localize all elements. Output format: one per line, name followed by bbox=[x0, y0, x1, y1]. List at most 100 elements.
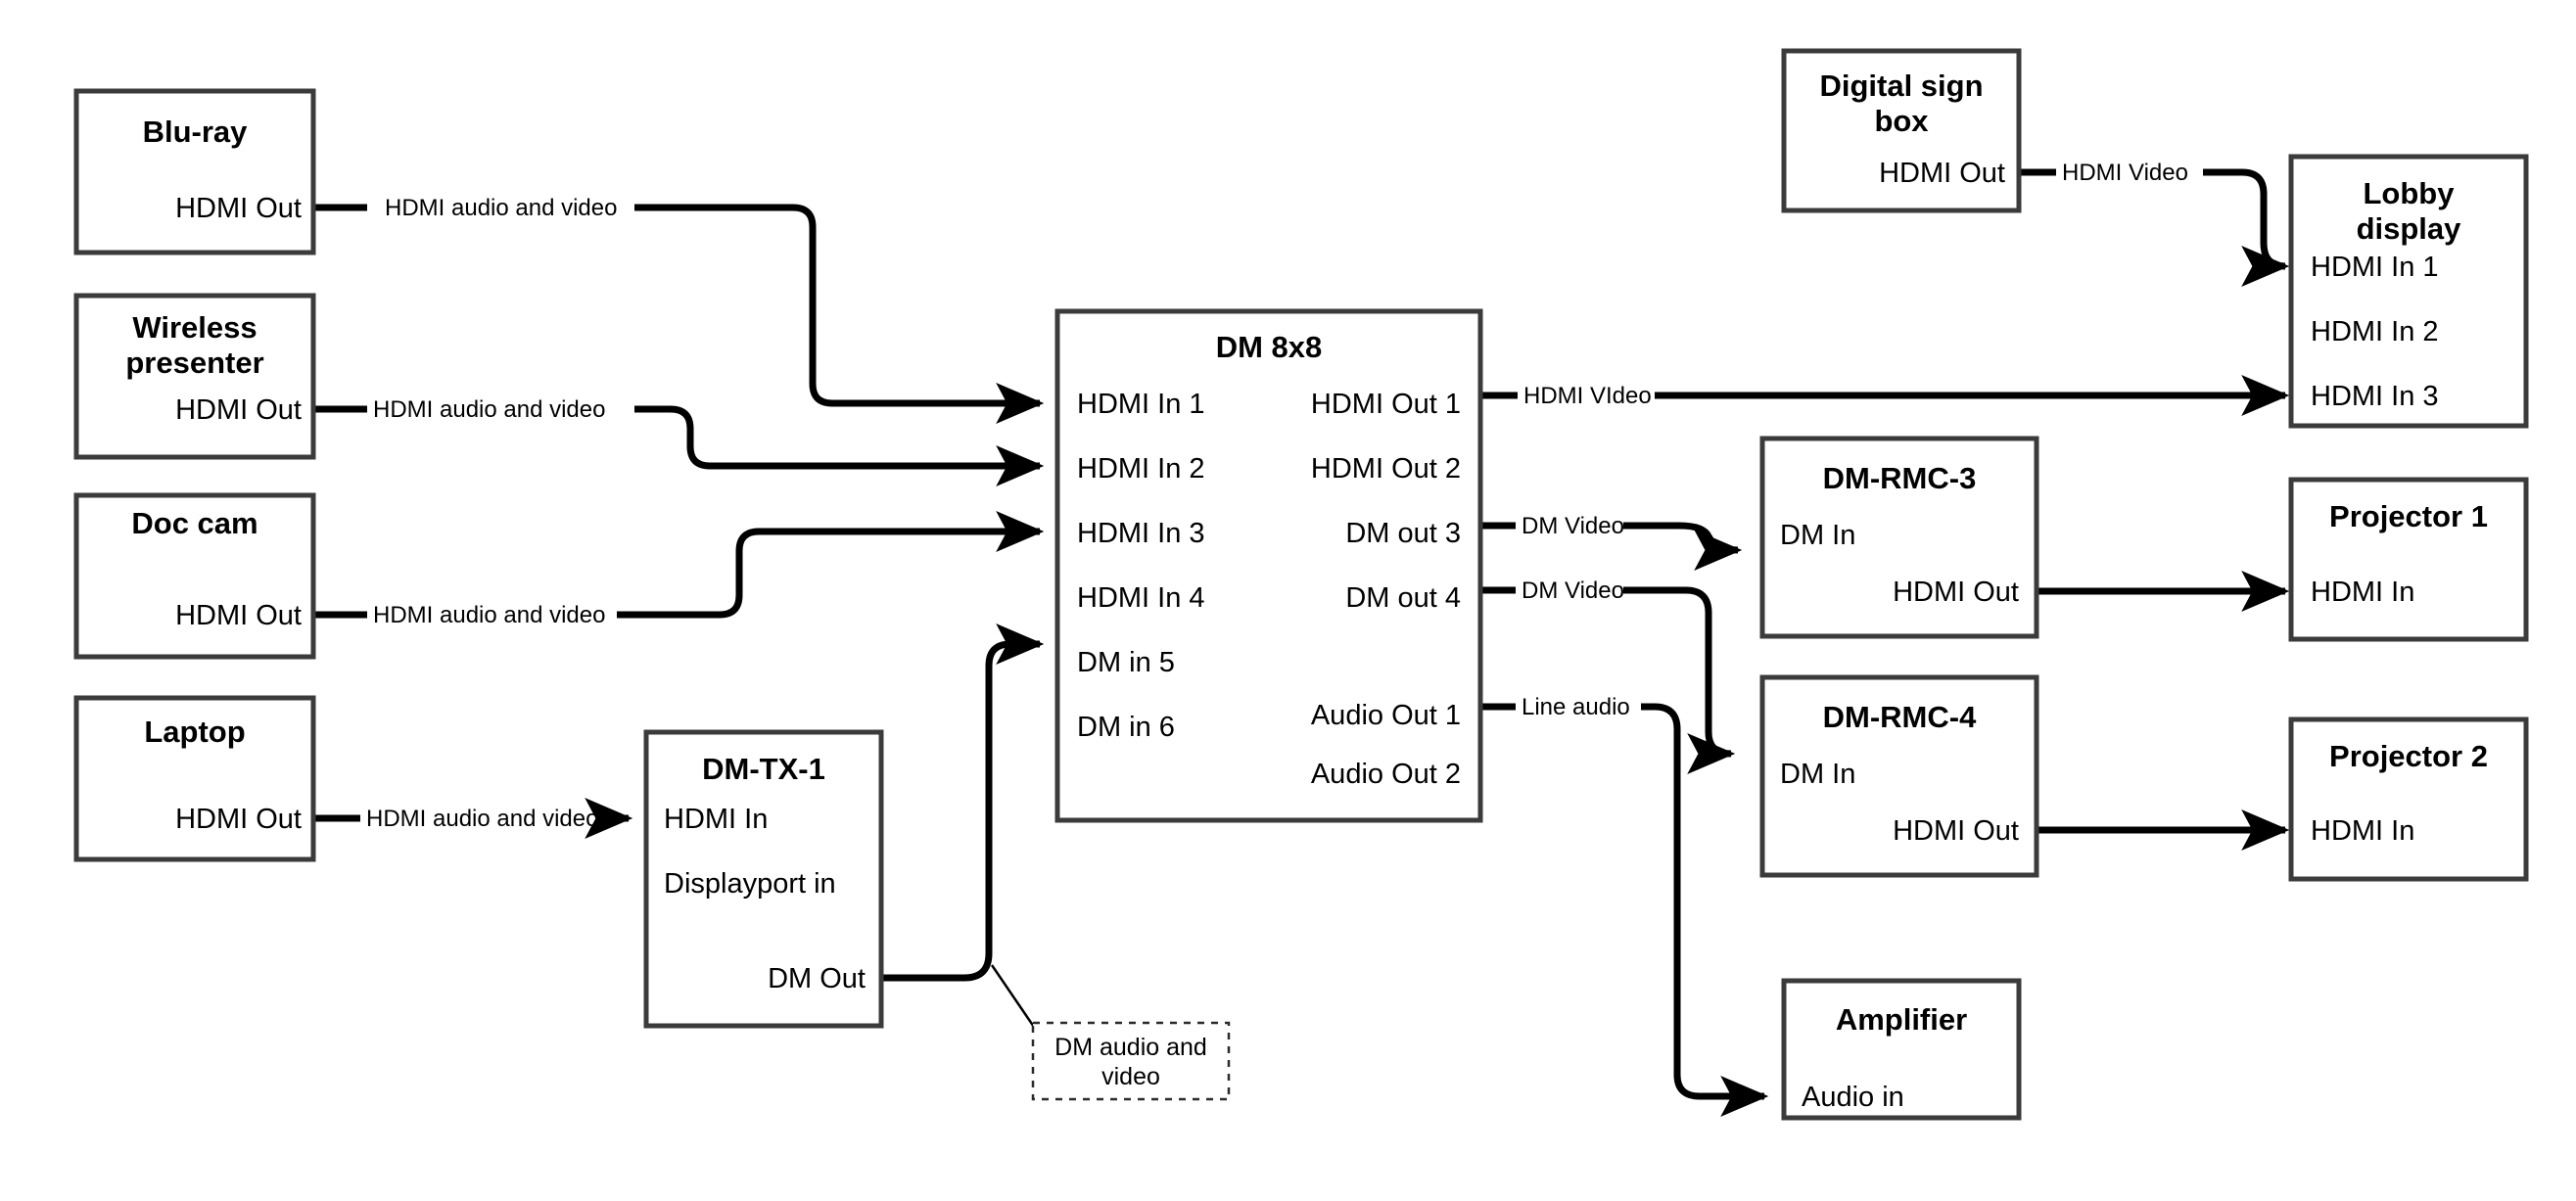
port-dm-in-5: DM in 5 bbox=[1077, 647, 1175, 678]
port-audio-out-1: Audio Out 1 bbox=[1311, 700, 1461, 731]
port-dm-out: DM Out bbox=[768, 963, 866, 994]
port-hdmi-in: HDMI In bbox=[664, 804, 768, 835]
node-box[interactable] bbox=[2288, 477, 2529, 642]
node-title-line-1: Lobby bbox=[2364, 176, 2456, 210]
node-box[interactable] bbox=[643, 729, 884, 1029]
node-box[interactable] bbox=[73, 88, 316, 255]
connection-layer: HDMI audio and video HDMI audio and vide… bbox=[313, 160, 2290, 1117]
wire-path bbox=[881, 624, 1045, 982]
connection-label: HDMI audio and video bbox=[373, 396, 605, 423]
port-hdmi-in-3: HDMI In 3 bbox=[1077, 518, 1205, 549]
node-box[interactable] bbox=[1781, 978, 2022, 1121]
connection-dm-out1-to-lobby-in3: HDMI VIdeo bbox=[1480, 375, 2290, 416]
node-box[interactable] bbox=[73, 293, 316, 460]
node-title: DM-RMC-3 bbox=[1823, 461, 1977, 495]
node-title: DM 8x8 bbox=[1216, 330, 1323, 364]
node-title: Projector 2 bbox=[2329, 739, 2488, 773]
node-box[interactable] bbox=[2288, 716, 2529, 882]
connection-label: HDMI Video bbox=[2062, 160, 2188, 186]
port-hdmi-out: HDMI Out bbox=[175, 600, 302, 631]
node-box[interactable] bbox=[1781, 48, 2022, 213]
port-hdmi-in-1: HDMI In 1 bbox=[1077, 389, 1205, 420]
wire-path bbox=[1641, 703, 1769, 1117]
port-displayport-in: Displayport in bbox=[664, 868, 836, 900]
node-dm-tx-1[interactable]: DM-TX-1 HDMI In Displayport in DM Out bbox=[643, 729, 884, 1029]
node-title-line-2: box bbox=[1874, 104, 1929, 138]
node-title: Blu-ray bbox=[143, 115, 249, 149]
connection-dm-out3-to-rmc3: DM Video bbox=[1480, 513, 1743, 571]
port-hdmi-in-3: HDMI In 3 bbox=[2311, 381, 2439, 412]
node-projector-2[interactable]: Projector 2 HDMI In bbox=[2288, 716, 2529, 882]
node-title: Laptop bbox=[144, 715, 245, 749]
port-hdmi-in: HDMI In bbox=[2311, 577, 2414, 608]
callout-box bbox=[1031, 1021, 1231, 1101]
connection-laptop-to-tx: HDMI audio and video bbox=[313, 798, 633, 839]
node-box[interactable] bbox=[73, 492, 316, 660]
connection-dm-out4-to-rmc4: DM Video bbox=[1480, 577, 1736, 774]
connection-label: HDMI audio and video bbox=[373, 602, 605, 628]
port-dm-out-3: DM out 3 bbox=[1345, 518, 1461, 549]
wire-path bbox=[617, 511, 1045, 619]
callout-text-line-1: DM audio and bbox=[1054, 1034, 1207, 1061]
connection-label: DM Video bbox=[1522, 577, 1624, 604]
wire-path bbox=[634, 204, 1045, 424]
port-hdmi-out: HDMI Out bbox=[175, 193, 302, 224]
node-box[interactable] bbox=[2288, 154, 2529, 429]
node-box[interactable] bbox=[1759, 436, 2039, 639]
port-hdmi-out: HDMI Out bbox=[1893, 577, 2019, 608]
connection-tx-to-dm-in5 bbox=[881, 624, 1045, 982]
node-title-line-2: presenter bbox=[125, 346, 263, 380]
node-lobby-display[interactable]: Lobby display HDMI In 1 HDMI In 2 HDMI I… bbox=[2288, 154, 2529, 429]
port-hdmi-out: HDMI Out bbox=[175, 804, 302, 835]
port-hdmi-out-1: HDMI Out 1 bbox=[1311, 389, 1461, 420]
node-title-line-2: display bbox=[2357, 211, 2462, 246]
node-dm-rmc-3[interactable]: DM-RMC-3 DM In HDMI Out bbox=[1759, 436, 2039, 639]
connection-wireless-to-dm-in2: HDMI audio and video bbox=[313, 396, 1045, 486]
node-title-line-1: Digital sign bbox=[1819, 69, 1983, 103]
port-audio-out-2: Audio Out 2 bbox=[1311, 759, 1461, 790]
wire-path bbox=[2203, 168, 2290, 287]
node-digital-sign-box[interactable]: Digital sign box HDMI Out bbox=[1781, 48, 2022, 213]
node-dm-8x8[interactable]: DM 8x8 HDMI In 1 HDMI In 2 HDMI In 3 HDM… bbox=[1054, 308, 1483, 823]
node-amplifier[interactable]: Amplifier Audio in bbox=[1781, 978, 2022, 1121]
node-box[interactable] bbox=[1759, 674, 2039, 878]
port-dm-in-6: DM in 6 bbox=[1077, 712, 1175, 743]
node-title: DM-RMC-4 bbox=[1823, 700, 1977, 734]
node-title: Amplifier bbox=[1836, 1002, 1967, 1037]
port-hdmi-in-2: HDMI In 2 bbox=[1077, 453, 1205, 485]
connection-bluray-to-dm-in1: HDMI audio and video bbox=[313, 195, 1045, 424]
port-dm-out-4: DM out 4 bbox=[1345, 582, 1461, 614]
wire-path bbox=[1623, 522, 1743, 571]
node-dm-rmc-4[interactable]: DM-RMC-4 DM In HDMI Out bbox=[1759, 674, 2039, 878]
connection-label: Line audio bbox=[1522, 694, 1630, 720]
connection-label: HDMI VIdeo bbox=[1523, 383, 1652, 409]
node-box[interactable] bbox=[1054, 308, 1483, 823]
node-title: Doc cam bbox=[131, 506, 258, 540]
port-hdmi-in-2: HDMI In 2 bbox=[2311, 316, 2439, 347]
node-laptop[interactable]: Laptop HDMI Out bbox=[73, 695, 316, 862]
node-projector-1[interactable]: Projector 1 HDMI In bbox=[2288, 477, 2529, 642]
node-wireless-presenter[interactable]: Wireless presenter HDMI Out bbox=[73, 293, 316, 460]
node-title: DM-TX-1 bbox=[702, 752, 825, 786]
node-doc-cam[interactable]: Doc cam HDMI Out bbox=[73, 492, 316, 660]
callout-note-dm-audio-and-video: DM audio and video bbox=[1031, 1021, 1231, 1101]
connection-label: HDMI audio and video bbox=[366, 806, 598, 832]
port-hdmi-out-2: HDMI Out 2 bbox=[1311, 453, 1461, 485]
port-hdmi-out: HDMI Out bbox=[1879, 158, 2005, 189]
connection-audio-out1-to-amp: Line audio bbox=[1480, 694, 1769, 1117]
port-dm-in: DM In bbox=[1780, 759, 1855, 790]
port-hdmi-out: HDMI Out bbox=[175, 394, 302, 426]
node-box[interactable] bbox=[73, 695, 316, 862]
node-title-line-1: Wireless bbox=[132, 310, 257, 345]
wire-path bbox=[1623, 586, 1736, 774]
connection-label: DM Video bbox=[1522, 513, 1624, 539]
wire-path bbox=[634, 405, 1045, 486]
port-hdmi-in-1: HDMI In 1 bbox=[2311, 252, 2439, 283]
callout-text-line-2: video bbox=[1101, 1063, 1160, 1090]
node-title: Projector 1 bbox=[2329, 499, 2488, 533]
connection-doccam-to-dm-in3: HDMI audio and video bbox=[313, 511, 1045, 628]
port-audio-in: Audio in bbox=[1802, 1082, 1904, 1113]
node-blu-ray[interactable]: Blu-ray HDMI Out bbox=[73, 88, 316, 255]
port-hdmi-in-4: HDMI In 4 bbox=[1077, 582, 1205, 614]
